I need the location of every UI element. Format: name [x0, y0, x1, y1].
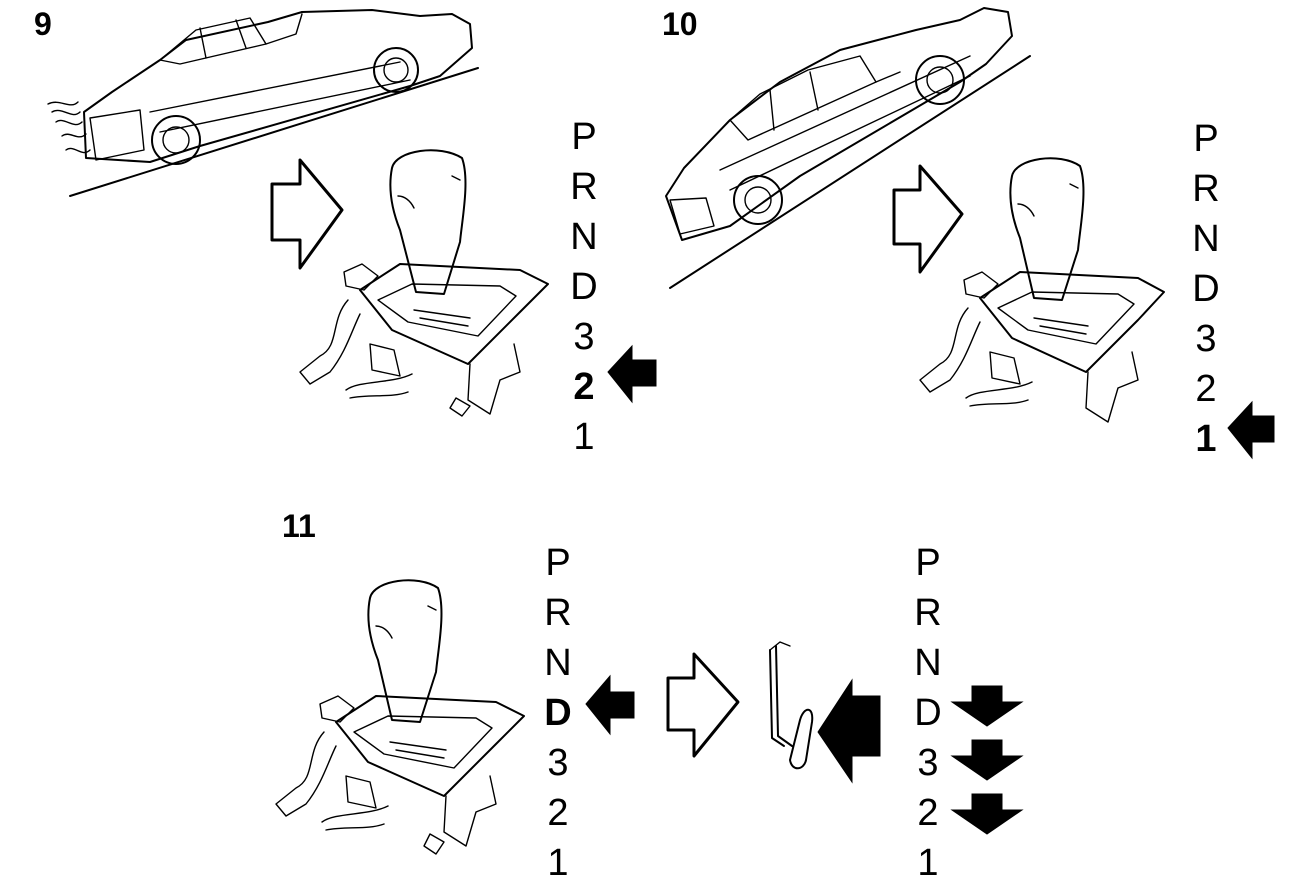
gear-3: 3: [573, 316, 595, 358]
gear-d: D: [914, 692, 942, 734]
selector-arrow-icon: [1227, 400, 1275, 460]
figure-11: 11 P R N D 3 2 1 P R N: [0, 470, 1296, 884]
figure-number: 9: [34, 6, 52, 42]
gear-p: P: [545, 542, 571, 584]
downshift-arrow-icon: [950, 685, 1024, 727]
gear-3: 3: [1195, 318, 1217, 360]
gear-1-selected: 1: [1195, 418, 1217, 460]
gear-n: N: [544, 642, 572, 684]
gear-n: N: [1192, 218, 1220, 260]
gear-shifter-icon: [919, 157, 1165, 423]
gear-shifter-icon: [275, 579, 525, 855]
gear-d: D: [1192, 268, 1220, 310]
hollow-arrow-icon: [666, 652, 740, 758]
car-uphill-icon: [47, 9, 479, 197]
gear-n: N: [570, 216, 598, 258]
gear-1: 1: [573, 416, 595, 458]
gear-r: R: [544, 592, 572, 634]
figure-10: 10 P R N D 3 2 1: [640, 0, 1296, 470]
gear-p: P: [1193, 118, 1219, 160]
gear-2: 2: [547, 792, 569, 834]
hollow-arrow-icon: [892, 164, 964, 274]
figure-number: 10: [662, 6, 698, 42]
gear-r: R: [914, 592, 942, 634]
selector-arrow-icon: [585, 674, 635, 736]
press-arrow-icon: [817, 678, 881, 784]
gear-3: 3: [547, 742, 569, 784]
gear-indicator: P R N D 3 2 1: [564, 112, 604, 462]
gear-p: P: [915, 542, 941, 584]
downshift-arrow-icon: [950, 739, 1024, 781]
accelerator-pedal-icon: [769, 641, 814, 770]
gear-indicator: P R N D 3 2 1: [538, 538, 578, 888]
car-steep-uphill-icon: [665, 7, 1031, 289]
gear-d-selected: D: [544, 692, 572, 734]
gear-r: R: [570, 166, 598, 208]
figure-number: 11: [282, 508, 316, 544]
gear-r: R: [1192, 168, 1220, 210]
gear-3: 3: [917, 742, 939, 784]
downshift-arrows: [950, 685, 1024, 835]
gear-p: P: [571, 116, 597, 158]
gear-d: D: [570, 266, 598, 308]
gear-2: 2: [917, 792, 939, 834]
gear-indicator: P R N D 3 2 1: [1186, 114, 1226, 464]
hollow-arrow-icon: [270, 158, 344, 270]
figure-9: 9 P R N D 3 2: [0, 0, 660, 460]
downshift-arrow-icon: [950, 793, 1024, 835]
gear-2-selected: 2: [573, 366, 595, 408]
gear-2: 2: [1195, 368, 1217, 410]
gear-shifter-icon: [299, 149, 549, 417]
gear-n: N: [914, 642, 942, 684]
selector-arrow-icon: [607, 344, 657, 404]
